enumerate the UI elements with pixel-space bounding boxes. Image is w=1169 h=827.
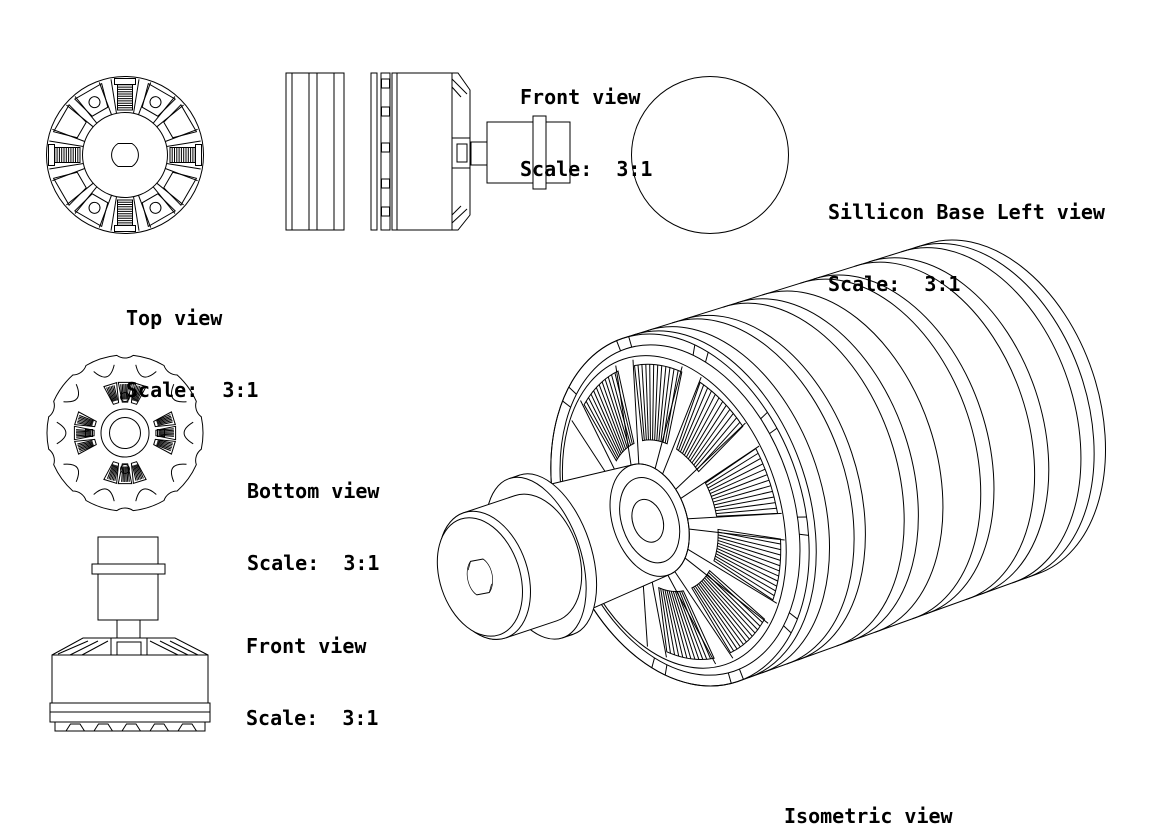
view-title: Top view xyxy=(126,306,223,330)
view-title: Front view xyxy=(520,85,641,109)
view-scale: Scale: 3:1 xyxy=(247,551,380,575)
sillicon-base-left-drawing xyxy=(631,76,789,234)
front-view-bottom-drawing xyxy=(49,536,211,732)
label-top-view: Top view Scale: 3:1 xyxy=(126,258,258,450)
view-title: Isometric view xyxy=(784,804,953,827)
label-sillicon-base-left: Sillicon Base Left view Scale: 3:1 xyxy=(828,152,1105,344)
view-title: Bottom view xyxy=(247,479,380,503)
isometric-view-drawing xyxy=(436,239,1106,687)
label-isometric-view: Isometric view Scale: 7:1 xyxy=(784,756,953,827)
view-scale: Scale: 3:1 xyxy=(126,378,259,402)
view-title: Sillicon Base Left view xyxy=(828,200,1105,224)
view-scale: Scale: 3:1 xyxy=(246,706,379,730)
view-title: Front view xyxy=(246,634,367,658)
front-view-top-drawing xyxy=(285,72,571,231)
view-scale: Scale: 3:1 xyxy=(828,272,961,296)
bottom-view-drawing xyxy=(46,354,204,512)
label-bottom-view: Bottom view Scale: 3:1 xyxy=(247,431,379,623)
label-front-view-top: Front view Scale: 3:1 xyxy=(520,37,652,229)
view-scale: Scale: 3:1 xyxy=(520,157,653,181)
top-view-drawing xyxy=(46,76,204,234)
label-front-view-bottom: Front view Scale: 3:1 xyxy=(246,586,378,778)
